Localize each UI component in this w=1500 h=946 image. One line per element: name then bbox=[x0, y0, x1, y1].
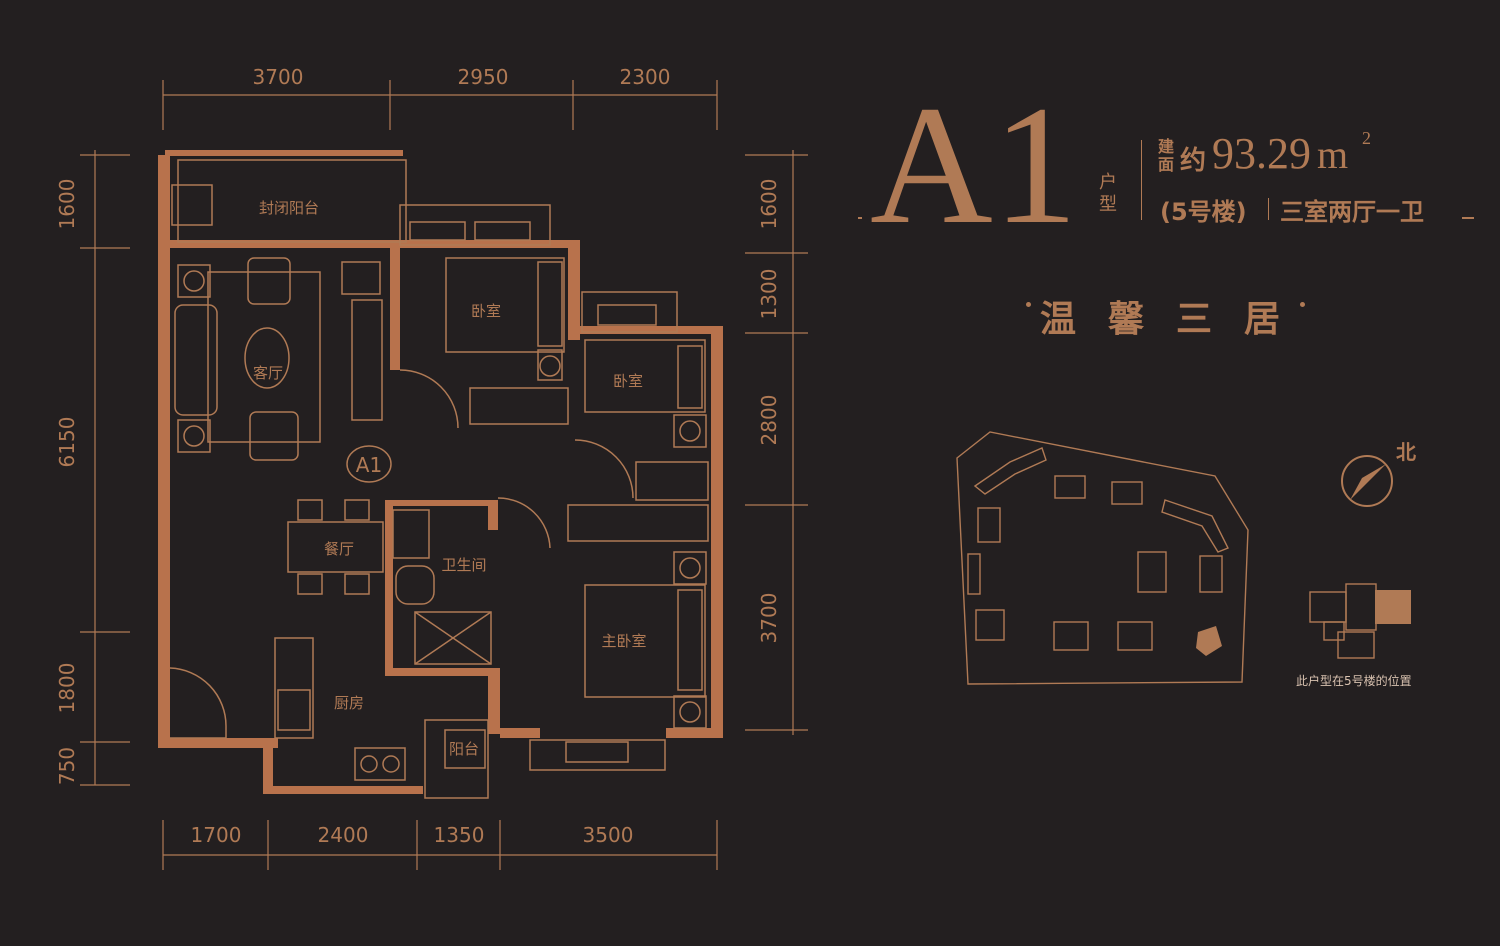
dim-left-1: 1600 bbox=[55, 179, 79, 230]
dim-left-3: 1800 bbox=[55, 663, 79, 714]
site-boundary bbox=[956, 431, 1249, 685]
slogan-dot-left bbox=[1026, 302, 1031, 307]
unit-5-highlight bbox=[1196, 626, 1222, 656]
stove-icon bbox=[354, 747, 406, 781]
room-enclosed-balcony: 封闭阳台 bbox=[259, 199, 319, 217]
bed-icon bbox=[584, 339, 706, 413]
room-dining-room: 餐厅 bbox=[324, 540, 354, 558]
ac-unit-icon bbox=[565, 741, 629, 763]
dim-right-1: 1600 bbox=[757, 179, 781, 230]
tv-cabinet bbox=[351, 299, 383, 421]
slogan-dot-right bbox=[1300, 302, 1305, 307]
dim-right-4: 3700 bbox=[757, 593, 781, 644]
entrance-door bbox=[169, 667, 227, 739]
north-label: 北 bbox=[1396, 440, 1416, 464]
ac-unit-icon bbox=[409, 221, 466, 241]
room-living-room: 客厅 bbox=[253, 364, 283, 382]
area-exponent: 2 bbox=[1362, 128, 1371, 148]
dim-bottom-4: 3500 bbox=[583, 823, 634, 847]
balcony-box bbox=[444, 729, 486, 769]
building-number: (5号楼) bbox=[1160, 198, 1247, 226]
wardrobe-icon bbox=[635, 461, 709, 501]
wardrobe-icon bbox=[567, 504, 709, 542]
armchair-icon bbox=[247, 257, 291, 305]
sink-icon bbox=[392, 509, 430, 559]
dim-top-3: 2300 bbox=[620, 65, 671, 89]
area-label: 建面 bbox=[1158, 137, 1175, 174]
room-master-bedroom: 主卧室 bbox=[601, 632, 646, 650]
slogan: 温馨三居 bbox=[1040, 299, 1313, 340]
unit-marker: A1 bbox=[356, 453, 382, 477]
sink-icon bbox=[277, 689, 311, 731]
unit-highlight bbox=[1375, 590, 1411, 624]
sofa-icon bbox=[174, 304, 218, 416]
dim-left-4: 750 bbox=[55, 747, 79, 785]
position-caption: 此户型在5号楼的位置 bbox=[1296, 674, 1412, 688]
dim-right-2: 1300 bbox=[757, 269, 781, 320]
shower bbox=[414, 611, 492, 665]
ac-unit-icon bbox=[474, 221, 531, 241]
building-position-diagram bbox=[1309, 583, 1377, 659]
area-unit: m bbox=[1317, 132, 1349, 177]
dim-left-2: 6150 bbox=[55, 417, 79, 468]
layout-divider bbox=[1268, 198, 1269, 220]
toilet-icon bbox=[395, 565, 435, 605]
room-balcony: 阳台 bbox=[449, 740, 479, 758]
unit-code: A1 bbox=[870, 71, 1078, 259]
side-table bbox=[177, 264, 211, 298]
dim-top-1: 3700 bbox=[253, 65, 304, 89]
room-bathroom: 卫生间 bbox=[441, 556, 486, 574]
tv-icon bbox=[341, 261, 381, 295]
type-label: 户型 bbox=[1099, 172, 1117, 215]
coffee-table bbox=[244, 327, 290, 389]
dim-bottom-2: 2400 bbox=[318, 823, 369, 847]
room-kitchen: 厨房 bbox=[334, 694, 364, 712]
ac-unit-icon bbox=[597, 304, 657, 326]
layout-text: 三室两厅一卫 bbox=[1280, 198, 1424, 226]
area-approx: 约 bbox=[1180, 146, 1207, 176]
unit-marker-circle bbox=[346, 445, 392, 483]
rug bbox=[207, 271, 321, 443]
compass-icon bbox=[1341, 455, 1393, 507]
side-table bbox=[177, 419, 211, 453]
dim-bottom-3: 1350 bbox=[434, 823, 485, 847]
dim-bottom-1: 1700 bbox=[191, 823, 242, 847]
balcony-cabinet bbox=[171, 184, 213, 226]
bed-icon bbox=[445, 257, 565, 353]
dim-top-2: 2950 bbox=[458, 65, 509, 89]
site-plan bbox=[956, 431, 1249, 685]
dim-right-3: 2800 bbox=[757, 395, 781, 446]
room-bedroom-1: 卧室 bbox=[471, 302, 501, 320]
title-divider bbox=[1141, 140, 1142, 220]
wardrobe-icon bbox=[469, 387, 569, 425]
room-bedroom-2: 卧室 bbox=[613, 372, 643, 390]
armchair-icon bbox=[249, 411, 299, 461]
balcony-outline bbox=[177, 159, 407, 243]
bed-icon bbox=[584, 584, 706, 698]
dining-table-icon bbox=[287, 521, 384, 573]
walls bbox=[158, 150, 723, 794]
